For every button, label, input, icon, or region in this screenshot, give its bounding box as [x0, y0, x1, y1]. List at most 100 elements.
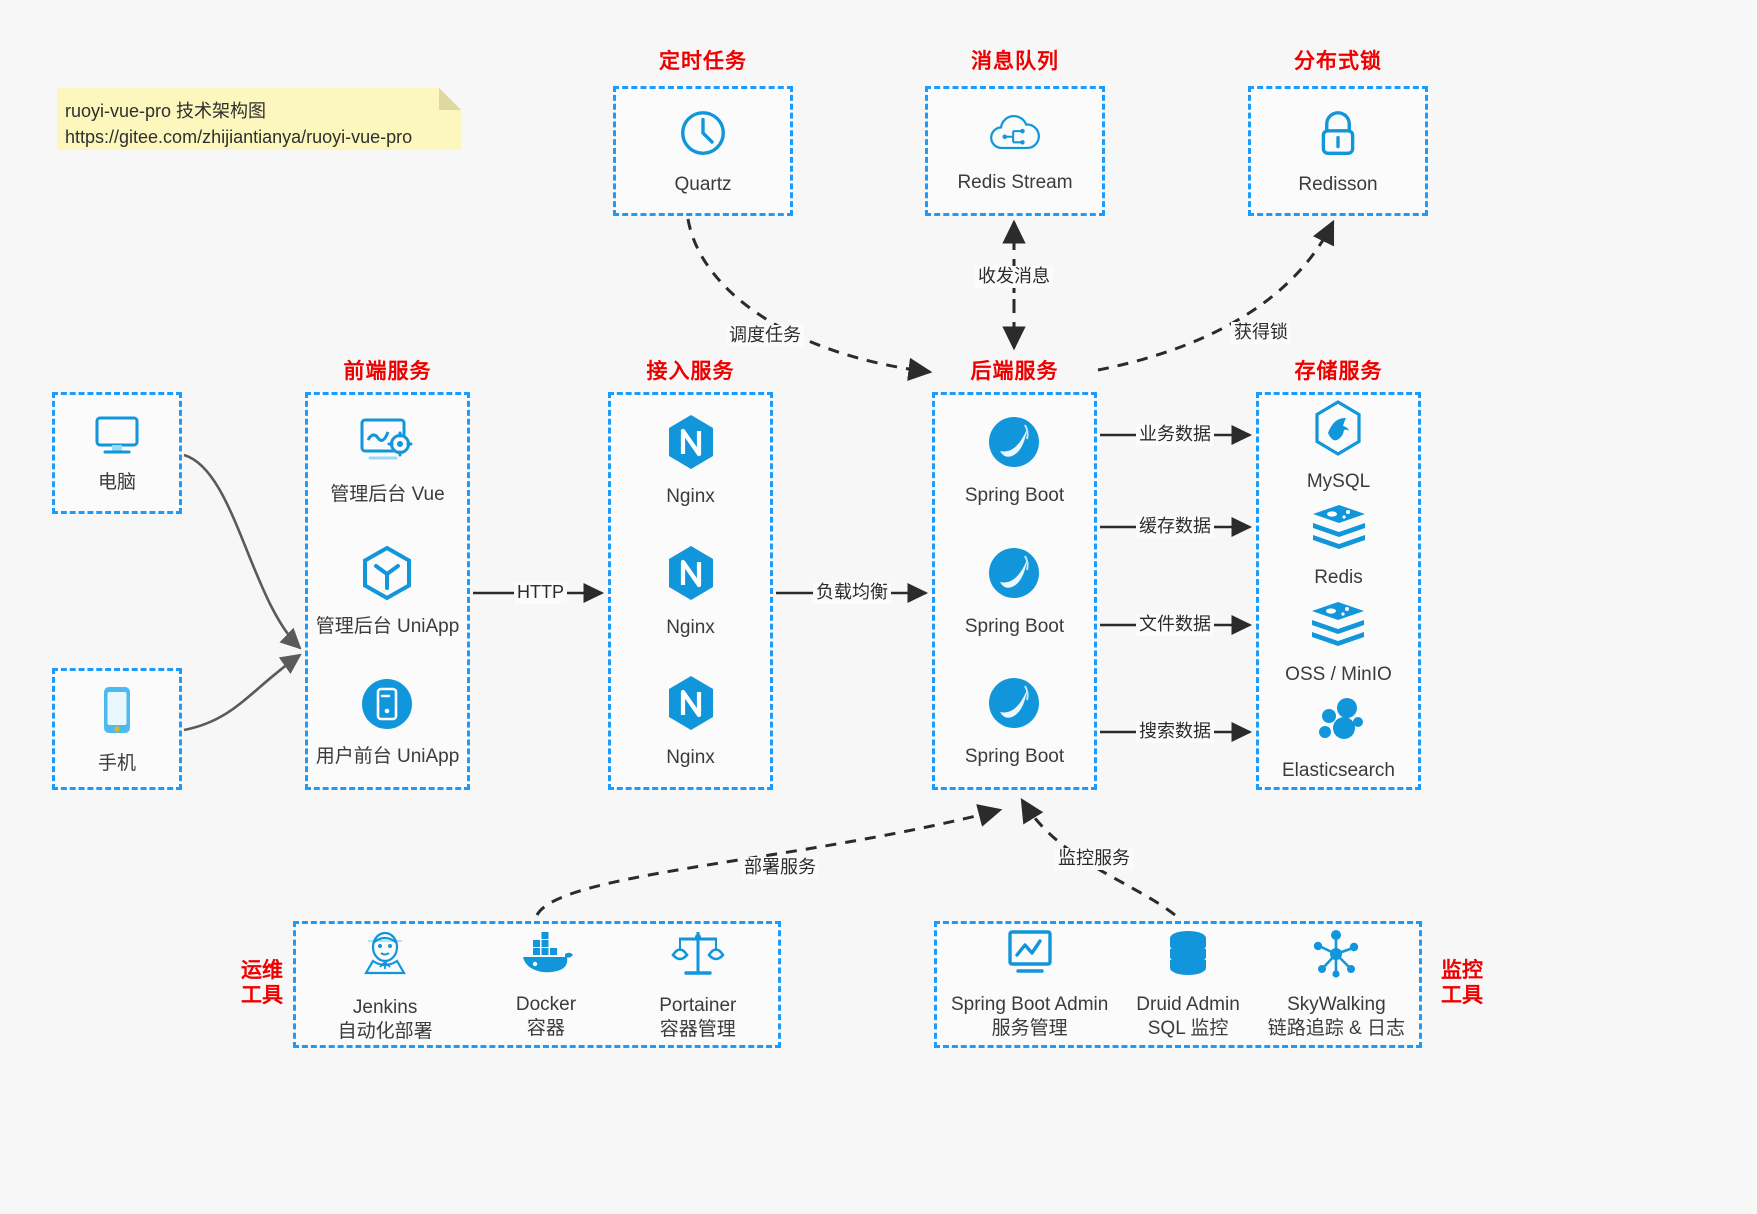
group-title-gateway: 接入服务 [646, 360, 735, 383]
node-skywalking[interactable]: SkyWalking 链路追踪 & 日志 [1268, 928, 1405, 1041]
node-spring-boot-3[interactable]: Spring Boot [965, 674, 1064, 769]
node-redis[interactable]: Redis [1310, 501, 1368, 590]
group-box-gateway[interactable]: Nginx Nginx Nginx [608, 392, 773, 790]
node-redis-stream[interactable]: Redis Stream [957, 108, 1073, 195]
node-druid-admin[interactable]: Druid Admin SQL 监控 [1136, 928, 1240, 1041]
nginx-icon [663, 543, 719, 608]
node-label-admin-uniapp: 管理后台 UniApp [315, 615, 460, 637]
group-title-backend: 后端服务 [970, 360, 1059, 383]
group-box-monitor[interactable]: Spring Boot Admin 服务管理 Druid Admin SQL 监… [934, 921, 1422, 1048]
mysql-dolphin-icon [1311, 399, 1365, 462]
node-label-skywalking: SkyWalking [1287, 994, 1386, 1016]
edge-label-http: HTTP [514, 582, 567, 604]
edge-label-file-data: 文件数据 [1136, 614, 1214, 636]
skywalking-node-icon [1309, 928, 1363, 985]
node-sublabel-portainer: 容器管理 [659, 1019, 736, 1040]
node-label-redis: Redis [1314, 567, 1363, 589]
group-box-lock[interactable]: Redisson [1248, 86, 1428, 216]
node-spring-boot-2[interactable]: Spring Boot [965, 544, 1064, 639]
node-sublabel-spring-boot-admin: 服务管理 [991, 1018, 1068, 1039]
redis-stack-icon [1310, 501, 1368, 558]
group-box-storage[interactable]: MySQL Redis [1256, 392, 1421, 790]
node-admin-vue[interactable]: 管理后台 Vue [330, 414, 445, 507]
node-label-admin-vue: 管理后台 Vue [330, 483, 445, 505]
docker-whale-icon [517, 928, 575, 985]
node-desktop[interactable]: 电脑 [91, 412, 143, 495]
group-box-client-pc[interactable]: 电脑 [52, 392, 182, 514]
node-elasticsearch[interactable]: Elasticsearch [1282, 694, 1395, 783]
node-label-user-uniapp: 用户前台 UniApp [315, 745, 460, 767]
group-title-scheduler: 定时任务 [659, 50, 747, 73]
database-icon [1162, 928, 1214, 985]
group-box-frontend[interactable]: 管理后台 Vue 管理后台 UniApp 用户前台 UniApp [305, 392, 470, 790]
node-label-spring-boot-admin: Spring Boot Admin [950, 994, 1109, 1016]
group-title-monitor: 监控 工具 [1432, 958, 1492, 1008]
node-redisson[interactable]: Redisson [1298, 106, 1378, 197]
cloud-stream-icon [987, 108, 1043, 163]
node-nginx-1[interactable]: Nginx [663, 412, 719, 509]
node-label-desktop: 电脑 [97, 471, 136, 493]
node-mysql[interactable]: MySQL [1307, 399, 1370, 494]
node-label-docker: Docker [515, 994, 577, 1016]
node-label-nginx-2: Nginx [666, 616, 715, 638]
cube-icon [360, 544, 414, 607]
group-box-client-phone[interactable]: 手机 [52, 668, 182, 790]
edge-label-schedule-task: 调度任务 [726, 325, 804, 347]
desktop-icon [91, 412, 143, 463]
spring-leaf-icon [985, 674, 1043, 737]
spring-leaf-icon [985, 544, 1043, 607]
edge-label-deploy-service: 部署服务 [741, 857, 819, 879]
node-admin-uniapp[interactable]: 管理后台 UniApp [315, 544, 460, 639]
edge-backend-to-redisson [1097, 219, 1335, 372]
node-nginx-2[interactable]: Nginx [663, 543, 719, 640]
group-box-scheduler[interactable]: Quartz [613, 86, 793, 216]
edge-label-business-data: 业务数据 [1136, 424, 1214, 446]
node-jenkins[interactable]: Jenkins 自动化部署 [338, 925, 433, 1044]
group-box-devops[interactable]: Jenkins 自动化部署 Docker 容器 [293, 921, 781, 1048]
monitor-chart-icon [1002, 928, 1058, 985]
edge-label-load-balance: 负载均衡 [813, 582, 891, 604]
edge-desktop-to-frontend [183, 453, 302, 650]
node-spring-boot-admin[interactable]: Spring Boot Admin 服务管理 [951, 928, 1108, 1041]
node-label-nginx-1: Nginx [666, 485, 715, 507]
group-title-monitor-line1: 监控 [1441, 959, 1483, 982]
scales-icon [670, 927, 726, 986]
phone-icon [98, 683, 136, 744]
node-quartz[interactable]: Quartz [674, 106, 732, 197]
node-phone[interactable]: 手机 [98, 683, 136, 776]
note-line-2: https://gitee.com/zhijiantianya/ruoyi-vu… [65, 127, 413, 148]
jenkins-butler-icon [358, 925, 412, 988]
node-sublabel-druid-admin: SQL 监控 [1147, 1018, 1229, 1039]
edge-label-send-receive-msg: 收发消息 [975, 266, 1053, 288]
node-label-jenkins: Jenkins [352, 997, 418, 1019]
edge-label-acquire-lock: 获得锁 [1231, 322, 1291, 344]
edge-label-monitor-service: 监控服务 [1055, 848, 1133, 870]
group-title-frontend: 前端服务 [343, 360, 432, 383]
node-label-redis-stream: Redis Stream [957, 171, 1073, 193]
note-folded-corner [439, 88, 461, 110]
nginx-icon [663, 673, 719, 738]
node-user-uniapp[interactable]: 用户前台 UniApp [315, 676, 460, 769]
group-title-storage: 存储服务 [1294, 360, 1383, 383]
node-label-spring-boot-3: Spring Boot [964, 746, 1065, 768]
group-box-backend[interactable]: Spring Boot Spring Boot Spring Boot [932, 392, 1097, 790]
node-spring-boot-1[interactable]: Spring Boot [965, 413, 1064, 508]
node-oss-minio[interactable]: OSS / MinIO [1285, 598, 1392, 687]
group-box-mq[interactable]: Redis Stream [925, 86, 1105, 216]
dashboard-gear-icon [356, 414, 418, 475]
node-docker[interactable]: Docker 容器 [516, 928, 576, 1041]
group-title-mq: 消息队列 [971, 50, 1059, 73]
nginx-icon [663, 412, 719, 477]
group-title-lock: 分布式锁 [1294, 50, 1382, 73]
lock-icon [1312, 106, 1364, 165]
node-label-portainer: Portainer [659, 995, 737, 1017]
edge-label-cache-data: 缓存数据 [1136, 516, 1214, 538]
node-nginx-3[interactable]: Nginx [663, 673, 719, 770]
group-title-devops-line1: 运维 [241, 959, 283, 982]
node-portainer[interactable]: Portainer 容器管理 [659, 927, 736, 1042]
node-sublabel-skywalking: 链路追踪 & 日志 [1267, 1018, 1405, 1039]
node-label-spring-boot-2: Spring Boot [964, 615, 1065, 637]
node-label-spring-boot-1: Spring Boot [964, 484, 1065, 506]
